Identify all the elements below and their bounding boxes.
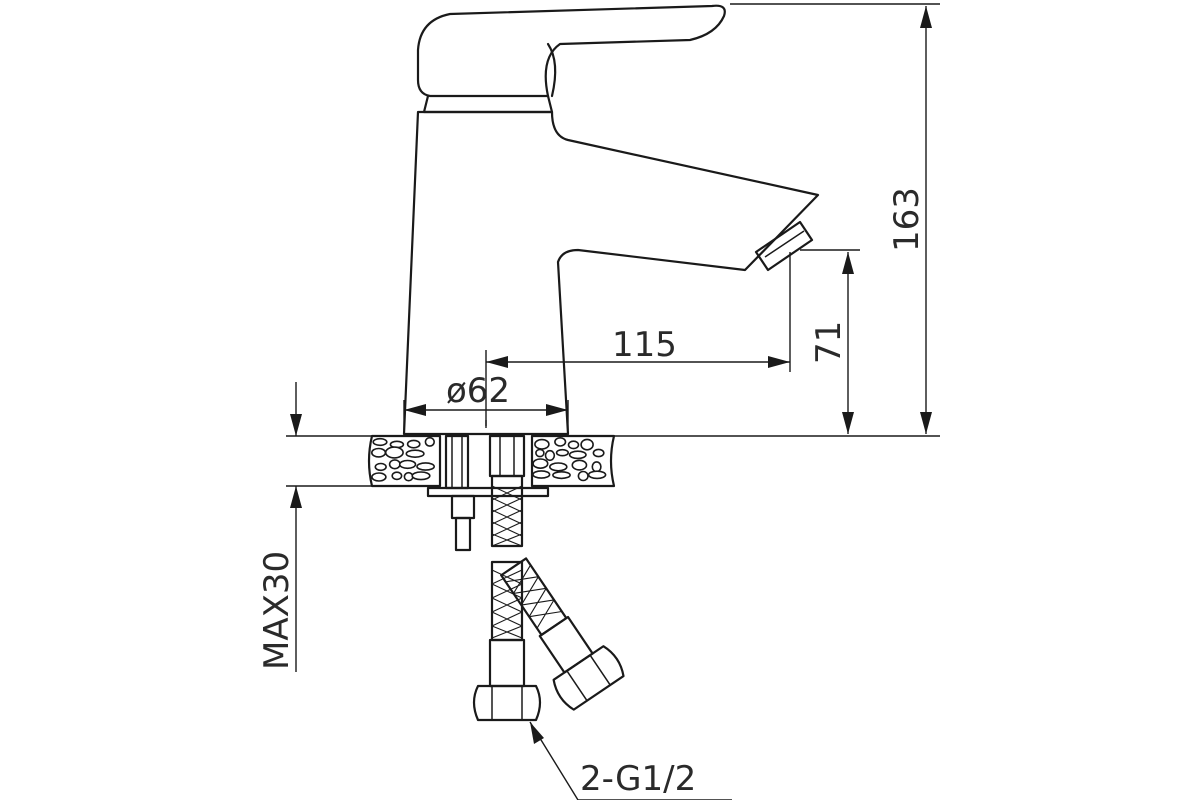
stone-texture-left — [371, 436, 436, 482]
stone — [555, 448, 570, 457]
hose-ferrule-angled — [538, 615, 594, 674]
stone — [398, 459, 417, 470]
nut — [450, 494, 476, 520]
stone — [388, 459, 401, 470]
mounting-plate — [426, 486, 550, 498]
stone — [535, 448, 545, 458]
stone — [587, 470, 607, 480]
stone — [571, 459, 588, 471]
hose-ferrule-straight — [488, 638, 526, 688]
cartridge-collar — [422, 94, 554, 114]
hex-nut-straight — [472, 684, 542, 722]
stone — [534, 438, 550, 450]
stone — [552, 471, 571, 480]
stone — [405, 449, 425, 459]
lever-handle — [416, 4, 726, 98]
hose-stub — [490, 474, 524, 548]
hose-fitting — [488, 434, 526, 478]
stone — [554, 436, 567, 447]
countertop-right — [530, 434, 616, 488]
body-outline — [402, 110, 820, 436]
leader-connection — [529, 721, 732, 800]
label-base-diameter: ø62 — [446, 371, 510, 411]
stone — [568, 450, 587, 460]
label-connection: 2-G1/2 — [580, 759, 696, 799]
stone — [567, 440, 580, 450]
stone — [424, 436, 435, 447]
aerator-line — [764, 230, 805, 258]
stone-texture-right — [532, 436, 607, 482]
aerator — [754, 220, 814, 272]
stone — [592, 448, 605, 458]
stone — [591, 461, 602, 473]
flexible-hoses — [472, 557, 625, 722]
countertop-section — [367, 434, 616, 488]
label-spout-reach: 115 — [612, 325, 677, 365]
lever-pivot — [546, 42, 557, 98]
stone — [371, 447, 387, 458]
mounting-stud — [444, 434, 470, 490]
stone — [544, 449, 556, 462]
faucet-body — [402, 4, 820, 436]
mounting-hardware — [426, 434, 550, 552]
stone — [548, 462, 568, 472]
stone — [391, 471, 403, 481]
label-total-height: 163 — [887, 187, 927, 252]
stone — [532, 470, 551, 479]
countertop-left — [367, 434, 442, 488]
threaded-rod — [454, 516, 472, 552]
stone — [371, 472, 387, 482]
stone — [384, 446, 404, 459]
stone — [580, 438, 594, 451]
stone — [577, 470, 589, 482]
stone — [411, 471, 431, 481]
stone — [416, 462, 436, 471]
stone — [406, 439, 421, 449]
hex-nut-angled — [552, 645, 625, 711]
dimension-labels: 163 71 115 ø62 MAX30 2-G1/2 — [257, 187, 927, 799]
label-spout-height: 71 — [809, 321, 849, 364]
stone — [403, 471, 414, 482]
dimension-lines — [286, 3, 940, 800]
stone — [532, 458, 549, 469]
stone — [374, 462, 387, 472]
stone — [372, 437, 388, 447]
label-max-thickness: MAX30 — [257, 551, 297, 670]
